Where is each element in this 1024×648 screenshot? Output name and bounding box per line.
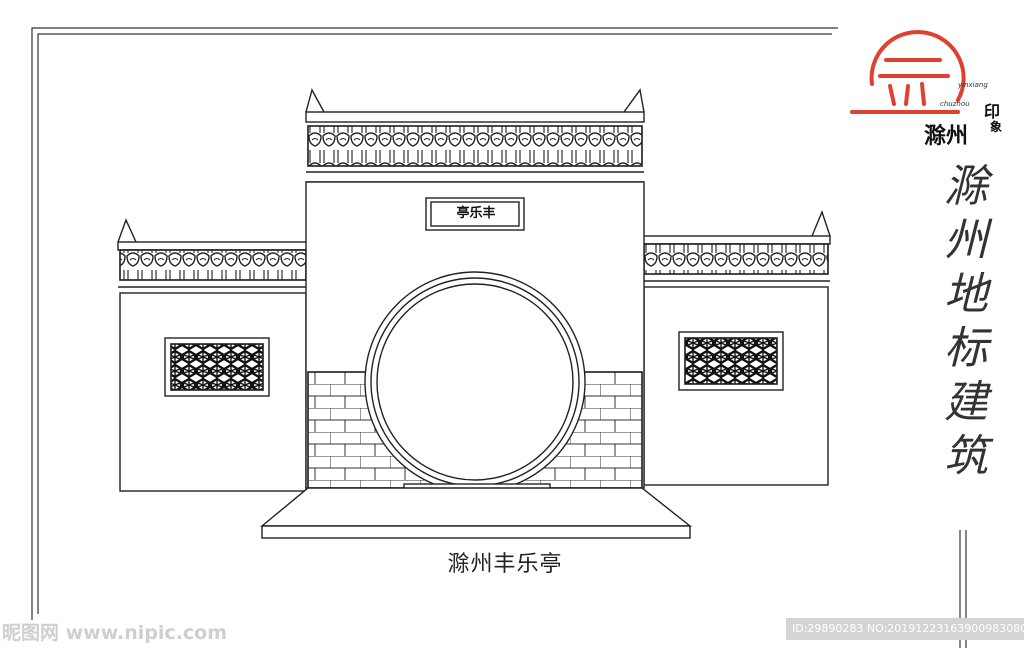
page-frame (31, 27, 967, 648)
central-gate-wall (305, 88, 645, 507)
right-wing-wall (641, 210, 831, 486)
vertical-char: 滁 (944, 161, 988, 212)
vertical-char: 标 (944, 323, 988, 374)
plaque-text: 亭乐丰 (456, 206, 496, 221)
logo-mark (850, 29, 966, 114)
logo-pinyin-top: yinxiang (958, 81, 988, 89)
vertical-title: 滁 州 地 标 建 筑 (938, 160, 994, 484)
vertical-char: 筑 (944, 431, 988, 482)
vertical-char: 地 (944, 269, 988, 320)
vertical-char: 州 (944, 215, 988, 266)
watermark-left: 昵图网 www.nipic.com (2, 622, 228, 644)
vertical-char: 建 (944, 377, 988, 428)
logo-name: 滁州 (924, 123, 969, 149)
logo-char-b: 象 (990, 120, 1003, 134)
caption: 滁州丰乐亭 (447, 552, 563, 577)
logo-pinyin-bottom: chuzhou (940, 100, 970, 108)
front-platform (260, 487, 693, 539)
logo-char-a: 印 (984, 102, 1001, 121)
watermark-right: ID:29890283 NO:20191223163900983080 (786, 618, 1024, 640)
left-wing-wall (117, 218, 309, 492)
